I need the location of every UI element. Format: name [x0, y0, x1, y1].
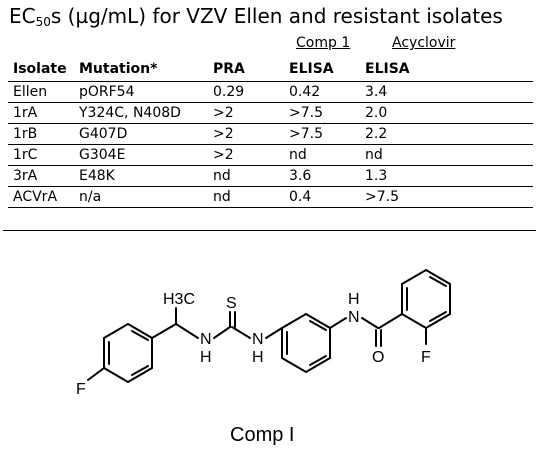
cell-acyclovir-elisa: 2.0	[360, 102, 450, 124]
col-header-comp1-elisa: ELISA	[284, 57, 360, 82]
comp-i-structure: H3C S N H N H N H O F F	[76, 268, 451, 398]
table-row: 1rB G407D >2 >7.5 2.2	[8, 123, 533, 145]
bond-inner	[309, 355, 327, 366]
atom-n1: N	[200, 331, 212, 348]
cell-comp1-elisa: 0.4	[284, 186, 360, 208]
cell-spacer	[450, 186, 533, 208]
cell-spacer	[450, 165, 533, 187]
cell-mutation: n/a	[74, 186, 208, 208]
table-row: 1rA Y324C, N408D >2 >7.5 2.0	[8, 102, 533, 124]
cell-spacer	[450, 102, 533, 124]
table-row: 1rC G304E >2 nd nd	[8, 144, 533, 166]
cell-comp1-elisa: >7.5	[284, 123, 360, 145]
cell-pra: >2	[208, 123, 284, 145]
cell-acyclovir-elisa: >7.5	[360, 186, 450, 208]
table-row: Ellen pORF54 0.29 0.42 3.4	[8, 81, 533, 103]
cell-acyclovir-elisa: 2.2	[360, 123, 450, 145]
title-rest: s (µg/mL) for VZV Ellen and resistant is…	[50, 4, 503, 28]
table-bottom-rule	[3, 230, 536, 231]
table-header-row: Isolate Mutation* PRA ELISA ELISA	[8, 57, 533, 82]
bond-inner	[131, 365, 149, 376]
table-row: ACVrA n/a nd 0.4 >7.5	[8, 186, 533, 208]
atom-h2: H	[252, 349, 264, 366]
col-header-pra: PRA	[208, 57, 284, 82]
bond	[361, 317, 379, 329]
bond	[378, 313, 403, 329]
bond-inner	[429, 276, 447, 287]
cell-isolate: 1rB	[8, 123, 74, 145]
atom-n3: N	[348, 309, 360, 326]
group-header-comp1: Comp 1	[296, 35, 351, 51]
bond	[175, 323, 199, 339]
cell-mutation: pORF54	[74, 81, 208, 103]
bond	[213, 326, 231, 339]
cell-comp1-elisa: >7.5	[284, 102, 360, 124]
atom-s: S	[226, 295, 237, 312]
bond	[231, 326, 251, 339]
fluorophenyl-ring-right	[401, 268, 451, 330]
cell-isolate: 1rA	[8, 102, 74, 124]
atom-h3: H	[348, 291, 360, 308]
col-header-spacer	[450, 57, 533, 82]
cell-mutation: G304E	[74, 144, 208, 166]
cell-pra: >2	[208, 144, 284, 166]
atom-n2: N	[252, 331, 264, 348]
fluorophenyl-ring-left	[103, 322, 153, 384]
structure-caption: Comp I	[230, 424, 295, 446]
title-ec: EC	[9, 4, 36, 28]
phenylene-ring-central	[281, 312, 331, 374]
cell-mutation: E48K	[74, 165, 208, 187]
cell-acyclovir-elisa: 1.3	[360, 165, 450, 187]
figure-title: EC50s (µg/mL) for VZV Ellen and resistan…	[9, 4, 503, 29]
cell-isolate: Ellen	[8, 81, 74, 103]
cell-isolate: 3rA	[8, 165, 74, 187]
bond-c-f-left	[87, 367, 105, 381]
cell-isolate: ACVrA	[8, 186, 74, 208]
cell-comp1-elisa: 3.6	[284, 165, 360, 187]
col-header-acyclovir-elisa: ELISA	[360, 57, 450, 82]
col-header-isolate: Isolate	[8, 57, 74, 82]
cell-pra: >2	[208, 102, 284, 124]
cell-mutation: G407D	[74, 123, 208, 145]
atom-h3c: H3C	[163, 291, 195, 308]
atom-o: O	[372, 349, 384, 366]
atom-f-right: F	[421, 349, 431, 366]
title-subscript: 50	[35, 15, 51, 29]
cell-isolate: 1rC	[8, 144, 74, 166]
cell-pra: 0.29	[208, 81, 284, 103]
bond-inner	[429, 311, 447, 322]
cell-comp1-elisa: 0.42	[284, 81, 360, 103]
bond	[329, 317, 347, 329]
bond	[265, 327, 283, 339]
col-header-mutation: Mutation*	[74, 57, 208, 82]
cell-acyclovir-elisa: 3.4	[360, 81, 450, 103]
group-header-acyclovir: Acyclovir	[392, 35, 456, 51]
cell-comp1-elisa: nd	[284, 144, 360, 166]
table-row: 3rA E48K nd 3.6 1.3	[8, 165, 533, 187]
bond	[151, 323, 177, 339]
cell-mutation: Y324C, N408D	[74, 102, 208, 124]
atom-h1: H	[200, 349, 212, 366]
cell-spacer	[450, 123, 533, 145]
cell-pra: nd	[208, 165, 284, 187]
bond-inner	[131, 330, 149, 341]
cell-pra: nd	[208, 186, 284, 208]
bond-inner	[309, 320, 327, 331]
cell-spacer	[450, 144, 533, 166]
cell-acyclovir-elisa: nd	[360, 144, 450, 166]
ec50-table: Isolate Mutation* PRA ELISA ELISA Ellen …	[8, 57, 533, 208]
atom-f-left: F	[76, 381, 86, 398]
cell-spacer	[450, 81, 533, 103]
